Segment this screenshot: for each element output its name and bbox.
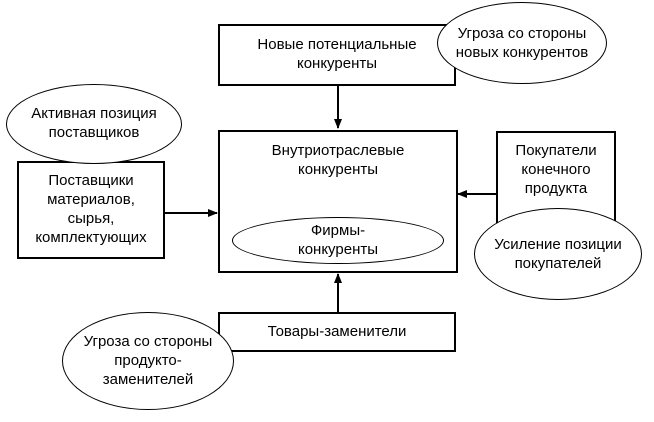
buyers-label: Покупатели конечного продукта (515, 142, 597, 197)
new-competitors-label: Новые потенциальные конкуренты (257, 36, 417, 72)
suppliers-label: Поставщики материалов, сырья, комплектую… (35, 172, 147, 246)
new-competitors-box (218, 24, 456, 86)
industry-competitors-label: Внутриотраслевые конкуренты (271, 142, 405, 178)
threat-substitutes-ellipse (62, 312, 234, 410)
threat-new-competitors-ellipse (437, 2, 607, 84)
buyer-power-ellipse (474, 208, 642, 300)
buyer-power-label: Усиление позиции покупателей (494, 236, 622, 272)
threat-new-competitors-label: Угроза со стороны новых конкурентов (455, 25, 589, 61)
suppliers-box (17, 161, 165, 259)
rival-firms-label: Фирмы- конкуренты (297, 222, 379, 258)
substitutes-box (218, 312, 456, 352)
substitutes-label: Товары-заменители (267, 323, 407, 340)
rival-firms-ellipse (232, 217, 444, 264)
threat-substitutes-label: Угроза со стороны продукто- заменителей (83, 333, 213, 388)
supplier-power-label: Активная позиция поставщиков (31, 105, 157, 141)
supplier-power-ellipse (6, 84, 182, 164)
